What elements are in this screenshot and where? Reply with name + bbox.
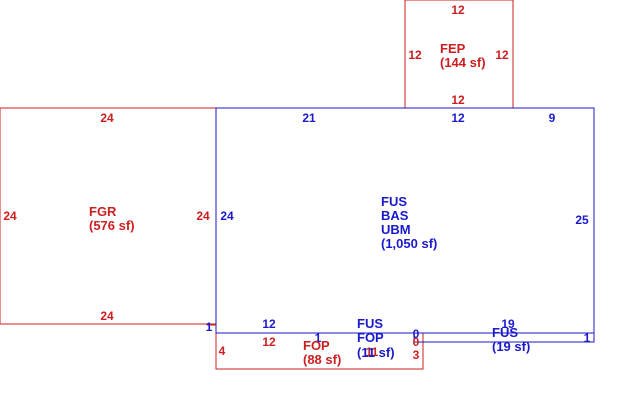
fep-area: (144 sf) bbox=[440, 55, 486, 70]
fep-top-dim: 12 bbox=[451, 3, 465, 17]
main-top-dim-2: 12 bbox=[451, 111, 465, 125]
small-one-dim: 1 bbox=[315, 331, 322, 345]
step-dim: 1 bbox=[206, 320, 213, 334]
main-top-dim-1: 21 bbox=[302, 111, 316, 125]
fop-code: FOP bbox=[303, 338, 330, 353]
main-code-3: UBM bbox=[381, 222, 411, 237]
fgr-right-dim: 24 bbox=[196, 209, 210, 223]
fus-small-outline bbox=[413, 333, 595, 343]
fgr-top-dim: 24 bbox=[100, 111, 114, 125]
main-code-1: FUS bbox=[381, 194, 407, 209]
fep-right-dim: 12 bbox=[495, 48, 509, 62]
fus-small-top-dim: 19 bbox=[501, 317, 515, 331]
fop-right-dim: 3 bbox=[413, 348, 420, 362]
fep-left-dim: 12 bbox=[408, 48, 422, 62]
fus-small-code: FUS bbox=[492, 325, 518, 340]
overlap-code-1: FUS bbox=[357, 316, 383, 331]
main-top-dim-3: 9 bbox=[549, 111, 556, 125]
fgr-code: FGR bbox=[89, 204, 117, 219]
main-code-2: BAS bbox=[381, 208, 409, 223]
overlap-code-2: FOP bbox=[357, 330, 384, 345]
small-zero-dim-b: 0 bbox=[413, 335, 420, 349]
overlap-area: (11 sf) bbox=[357, 345, 395, 360]
overlap-dim: 11 bbox=[366, 345, 379, 359]
fep-bottom-dim: 12 bbox=[451, 93, 465, 107]
main-bottom-dim: 12 bbox=[262, 317, 276, 331]
main-right-dim: 25 bbox=[575, 213, 589, 227]
fgr-area: (576 sf) bbox=[89, 218, 135, 233]
fop-top-dim: 12 bbox=[262, 335, 276, 349]
small-zero-dim-a: 0 bbox=[413, 327, 420, 341]
main-area: (1,050 sf) bbox=[381, 236, 437, 251]
fgr-bottom-dim: 24 bbox=[100, 309, 114, 323]
fus-small-right-dim: 1 bbox=[584, 331, 591, 345]
fop-area: (88 sf) bbox=[303, 352, 341, 367]
main-outline bbox=[215, 107, 595, 334]
main-left-dim: 24 bbox=[220, 209, 234, 223]
fgr-left-dim: 24 bbox=[3, 209, 17, 223]
fus-small-area: (19 sf) bbox=[492, 339, 530, 354]
fop-left-dim: 4 bbox=[219, 344, 226, 358]
fep-code: FEP bbox=[440, 41, 466, 56]
